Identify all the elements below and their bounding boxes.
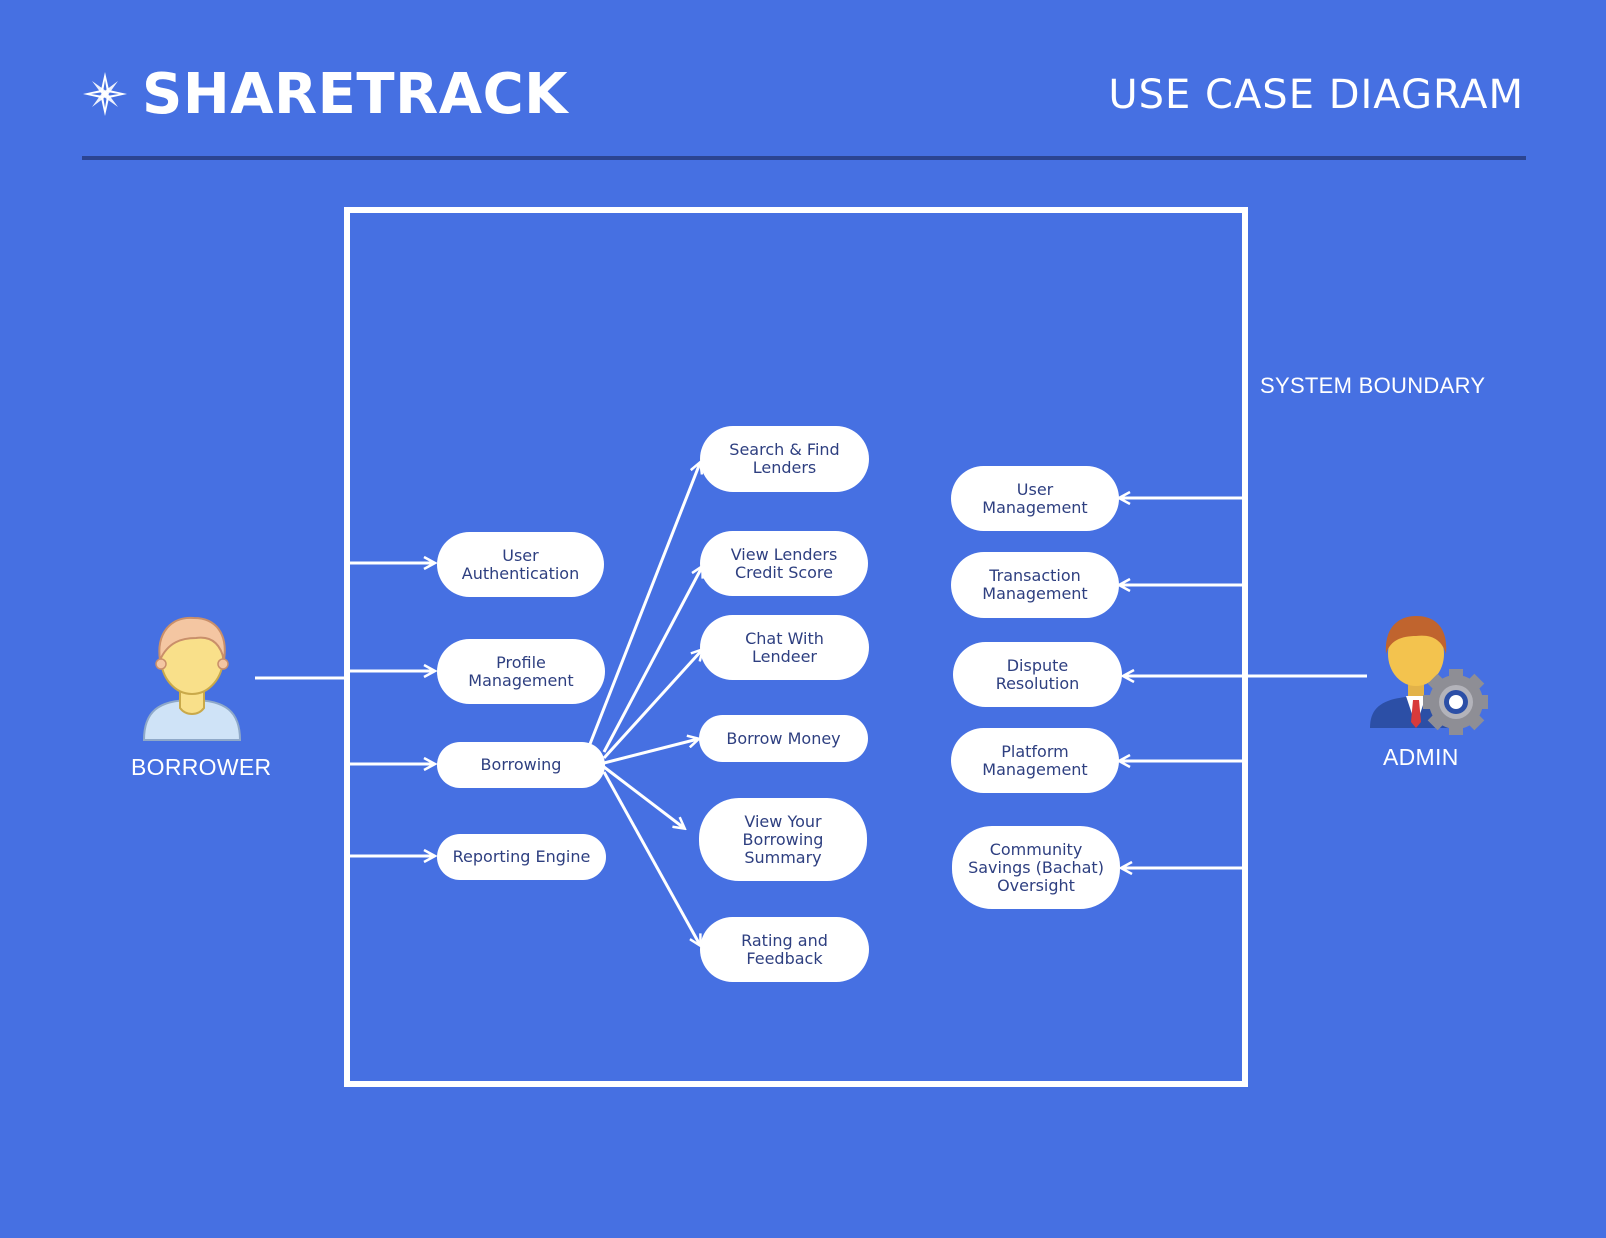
page-title: USE CASE DIAGRAM — [1108, 72, 1524, 118]
use-case-search-find-lenders: Search & Find Lenders — [700, 426, 869, 492]
use-case-profile-management: Profile Management — [437, 639, 605, 704]
use-case-borrow-money: Borrow Money — [699, 715, 868, 762]
use-case-reporting-engine: Reporting Engine — [437, 834, 606, 880]
use-case-view-borrowing-summary: View Your Borrowing Summary — [699, 798, 867, 881]
compass-star-icon — [83, 72, 127, 116]
use-case-user-authentication: User Authentication — [437, 532, 604, 597]
actor-admin-label: ADMIN — [1383, 744, 1459, 770]
user-avatar-icon — [142, 616, 242, 741]
use-case-view-lenders-credit-score: View Lenders Credit Score — [700, 531, 868, 596]
admin-connectors — [1120, 498, 1367, 868]
use-case-transaction-management: Transaction Management — [951, 552, 1119, 618]
admin-gear-avatar-icon — [1370, 616, 1488, 735]
borrower-connectors — [255, 563, 434, 856]
actor-borrower-label: BORROWER — [131, 754, 272, 780]
brand-name: SHARETRACK — [142, 61, 569, 127]
use-case-chat-with-lender: Chat With Lendeer — [700, 615, 869, 680]
brand: SHARETRACK — [82, 61, 569, 127]
system-boundary-label: SYSTEM BOUNDARY — [1260, 373, 1486, 398]
use-case-rating-and-feedback: Rating and Feedback — [700, 917, 869, 982]
use-case-borrowing: Borrowing — [437, 742, 605, 788]
header-divider — [82, 156, 1526, 160]
use-case-platform-management: Platform Management — [951, 728, 1119, 793]
use-case-user-management: User Management — [951, 466, 1119, 531]
use-case-dispute-resolution: Dispute Resolution — [953, 642, 1122, 707]
use-case-community-savings-oversight: Community Savings (Bachat) Oversight — [952, 826, 1120, 909]
system-boundary — [344, 207, 1248, 1087]
borrowing-connectors — [588, 463, 702, 945]
